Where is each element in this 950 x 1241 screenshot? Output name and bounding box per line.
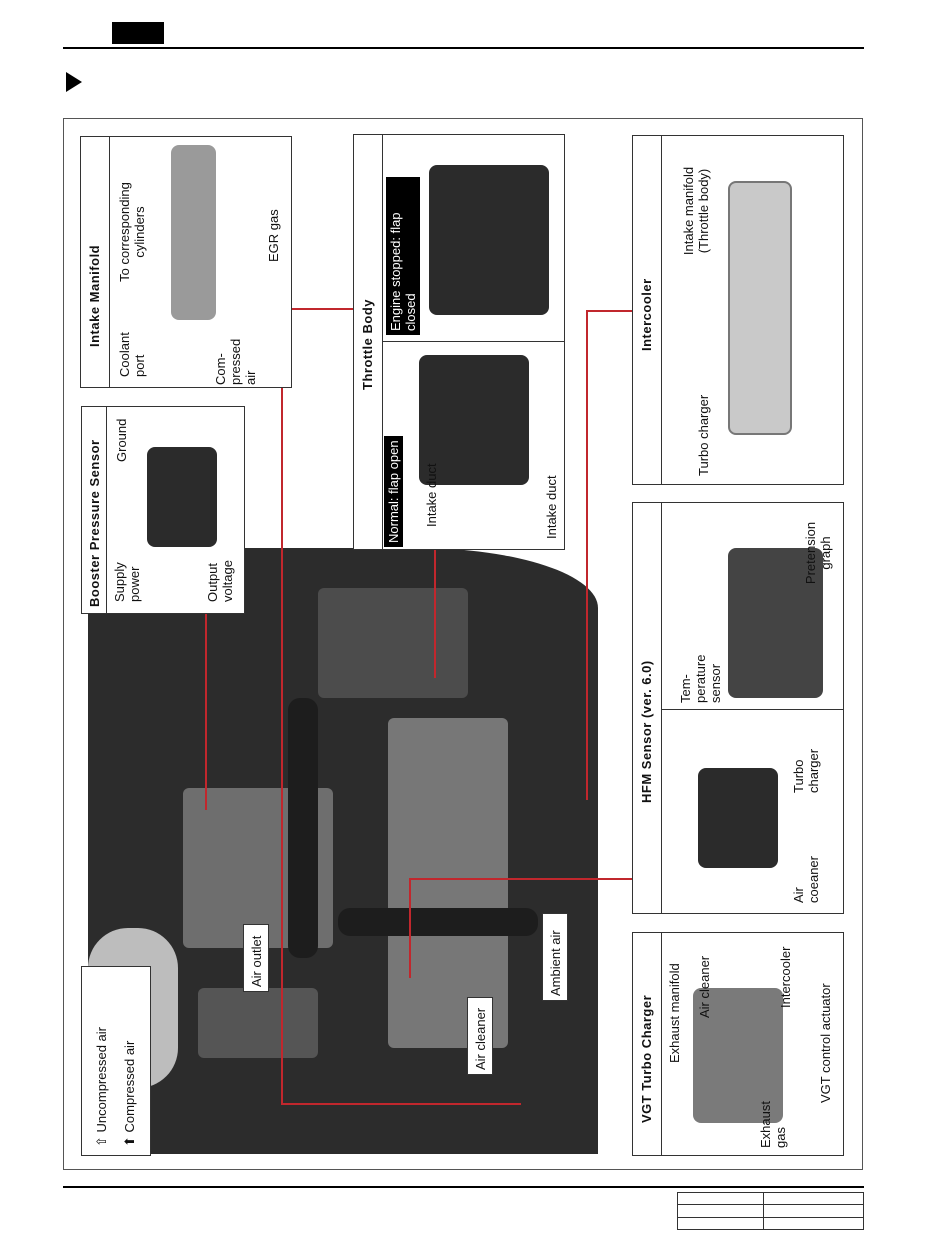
throttle-body-title: Throttle Body <box>360 299 375 390</box>
vgt-turbo-box: VGT Turbo Charger Exhaust manifold Air c… <box>632 932 844 1156</box>
exhaust-gas-label: Exhaust gas <box>758 1101 788 1148</box>
ambient-air-label: Ambient air <box>548 930 563 996</box>
throttle-open-image <box>419 355 529 485</box>
normal-open-label: Normal: flap open <box>384 436 403 547</box>
figure-frame <box>63 118 863 1170</box>
intercooler-intake-manifold-label: Intake manifold (Throttle body) <box>681 166 711 256</box>
intake-duct-label-1: Intake duct <box>424 463 439 527</box>
intercooler-turbo-charger-label: Turbo charger <box>696 394 711 476</box>
leader-line <box>434 548 436 678</box>
vgt-intercooler-label: Intercooler <box>778 946 793 1008</box>
booster-sensor-box: Booster Pressure Sensor Supply power Out… <box>81 406 245 614</box>
leader-line <box>205 610 207 810</box>
exhaust-manifold-label: Exhaust manifold <box>667 963 682 1063</box>
supply-power-label: Supply power <box>112 562 142 602</box>
vgt-air-cleaner-label: Air cleaner <box>697 955 712 1018</box>
intake-manifold-box: Intake Manifold Coolant port Com-pressed… <box>80 136 292 388</box>
hfm-sensor-title: HFM Sensor (ver. 6.0) <box>639 660 654 803</box>
egr-gas-label: EGR gas <box>266 209 281 262</box>
air-outlet-label: Air outlet <box>249 935 264 987</box>
leader-line <box>290 308 354 310</box>
leader-line <box>409 878 634 880</box>
hfm-air-cleaner-label: Air coeaner <box>791 856 821 903</box>
ambient-air-tag: Ambient air <box>542 913 568 1001</box>
air-outlet-tag: Air outlet <box>243 924 269 992</box>
engine-stopped-label: Engine stopped: flap closed <box>386 177 420 335</box>
coolant-port-label: Coolant port <box>117 332 147 377</box>
pretension-graph-label: Pretension graph <box>803 521 833 585</box>
header-rule <box>63 47 864 49</box>
leader-line <box>586 310 634 312</box>
intake-duct-label-2: Intake duct <box>544 475 559 539</box>
legend-box: ⇧ Uncompressed air ⬆ Compressed air <box>81 966 151 1156</box>
leader-line <box>586 310 588 800</box>
header-black-tab <box>112 22 164 44</box>
legend-uncompressed: ⇧ Uncompressed air <box>94 1026 109 1147</box>
leader-line <box>281 385 283 1105</box>
vgt-turbo-image <box>693 988 783 1123</box>
ground-label: Ground <box>114 418 129 462</box>
throttle-body-box: Throttle Body Engine stopped: flap close… <box>353 134 565 550</box>
vgt-actuator-label: VGT control actuator <box>818 983 833 1103</box>
intercooler-title: Intercooler <box>639 278 654 351</box>
throttle-closed-image <box>429 165 549 315</box>
compressed-air-label: Com-pressed air <box>213 338 258 385</box>
output-voltage-label: Output voltage <box>205 560 235 602</box>
vgt-turbo-title: VGT Turbo Charger <box>639 994 654 1123</box>
intercooler-box: Intercooler Intake manifold (Throttle bo… <box>632 135 844 485</box>
hfm-turbo-charger-label: Turbo charger <box>791 748 821 793</box>
air-cleaner-tag: Air cleaner <box>467 997 493 1075</box>
intercooler-image <box>728 181 792 435</box>
footer-rule <box>63 1186 864 1188</box>
booster-sensor-image <box>147 447 217 547</box>
intake-manifold-title: Intake Manifold <box>87 244 102 347</box>
photo-air-cleaner-label: Air cleaner <box>473 1007 488 1070</box>
hfm-housing-image <box>698 768 778 868</box>
booster-sensor-title: Booster Pressure Sensor <box>87 439 102 607</box>
hfm-sensor-box: HFM Sensor (ver. 6.0) Tem-perature senso… <box>632 502 844 914</box>
leader-line <box>281 1103 521 1105</box>
hfm-sensor-image <box>728 548 823 698</box>
legend-compressed: ⬆ Compressed air <box>122 1040 137 1147</box>
leader-line <box>409 878 411 978</box>
intake-manifold-image <box>171 145 216 320</box>
temperature-sensor-label: Tem-perature sensor <box>678 654 723 703</box>
to-cylinders-label: To corresponding cylinders <box>117 182 147 282</box>
engine-bay-photo <box>88 548 598 1154</box>
section-marker-icon <box>66 72 82 92</box>
footer-table <box>677 1192 864 1230</box>
